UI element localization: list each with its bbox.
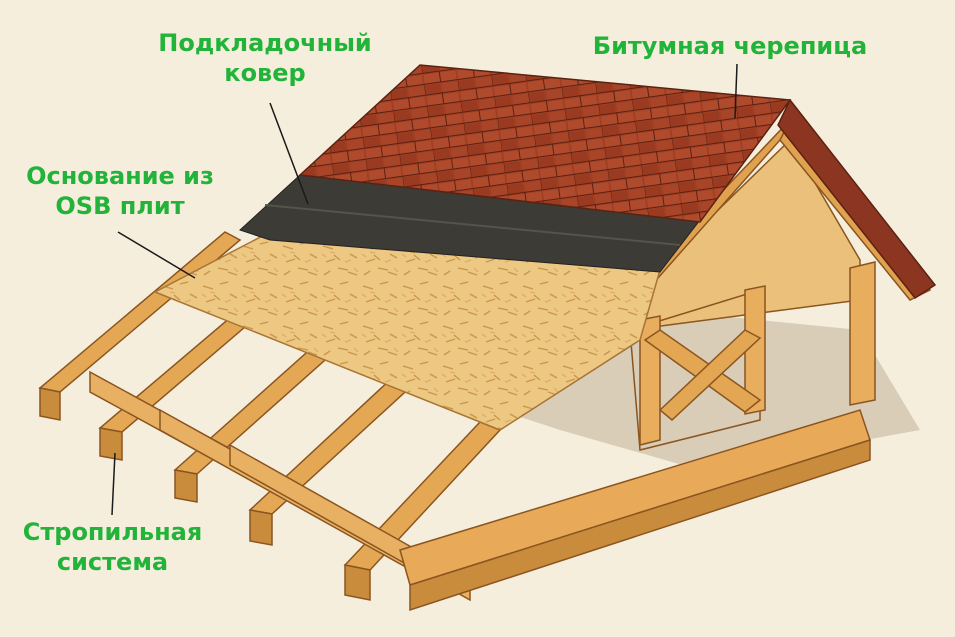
underlay-membrane [239, 174, 701, 273]
leader-lines [111, 63, 738, 516]
label-osb-line1: Основание из [26, 162, 214, 190]
label-underlay-line1: Подкладочный [158, 29, 372, 57]
label-rafters-line1: Стропильная [22, 518, 203, 546]
label-underlay: Подкладочный ковер [120, 28, 410, 88]
label-rafters: Стропильная система [0, 517, 225, 577]
osb-sheathing [153, 231, 661, 431]
label-underlay-line2: ковер [224, 59, 306, 87]
label-osb-line2: OSB плит [55, 192, 185, 220]
ridge-edge [777, 98, 937, 300]
label-rafters-line2: система [56, 548, 169, 576]
label-osb: Основание из OSB плит [0, 161, 240, 221]
label-shingles: Битумная черепица [560, 31, 900, 61]
label-shingles-line1: Битумная черепица [592, 32, 868, 60]
